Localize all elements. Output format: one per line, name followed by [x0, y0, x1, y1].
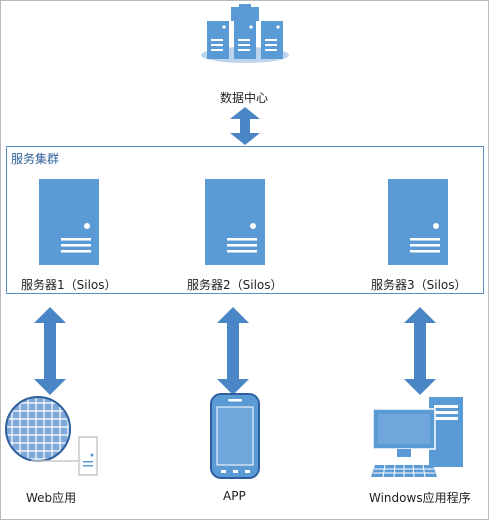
- server-3-label: 服务器3（Silos）: [371, 278, 467, 292]
- desktop-computer-icon: [371, 397, 469, 479]
- web-server-icon: [31, 431, 101, 477]
- double-arrow-icon: [217, 307, 249, 395]
- server-3-icon: [388, 179, 448, 265]
- server-2-icon: [205, 179, 265, 265]
- web-app-label: Web应用: [26, 491, 77, 505]
- cluster-title: 服务集群: [11, 152, 60, 166]
- app-label: APP: [223, 489, 246, 503]
- server-2-label: 服务器2（Silos）: [187, 278, 283, 292]
- double-arrow-icon: [34, 307, 66, 395]
- double-arrow-icon: [230, 107, 260, 145]
- data-center-label: 数据中心: [220, 91, 269, 105]
- globe-icon: [4, 395, 72, 463]
- server-1-icon: [39, 179, 99, 265]
- server-1-label: 服务器1（Silos）: [21, 278, 117, 292]
- smartphone-icon: [210, 393, 260, 479]
- double-arrow-icon: [404, 307, 436, 395]
- data-center-icon: [197, 3, 293, 65]
- windows-app-label: Windows应用程序: [369, 491, 471, 505]
